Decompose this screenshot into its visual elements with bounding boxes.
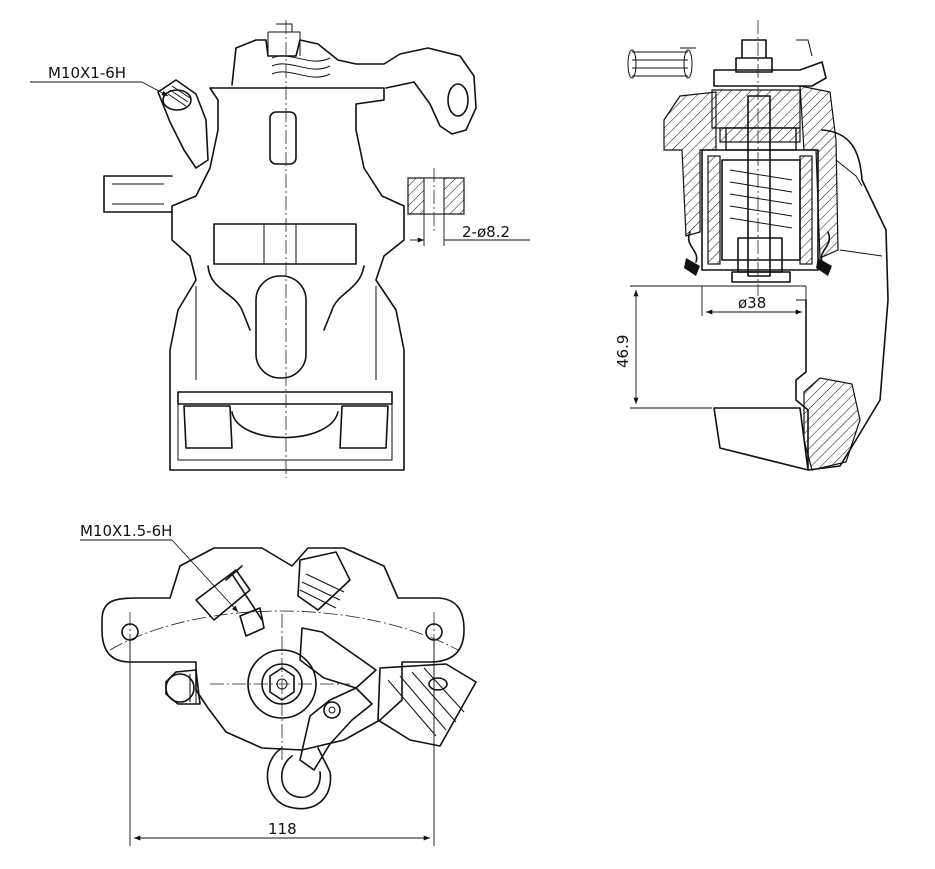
section-view — [627, 20, 889, 471]
width-dimension-label: 118 — [268, 820, 297, 838]
height-dimension-label: 46.9 — [614, 335, 632, 368]
bottom-view — [80, 539, 477, 846]
thread-label-bottom: M10X1.5-6H — [80, 522, 172, 540]
thread-label-top: M10X1-6H — [48, 64, 126, 82]
front-view — [30, 20, 530, 478]
piston-diameter-label: ø38 — [738, 294, 766, 312]
hole-dimension-label: 2-ø8.2 — [462, 223, 510, 241]
